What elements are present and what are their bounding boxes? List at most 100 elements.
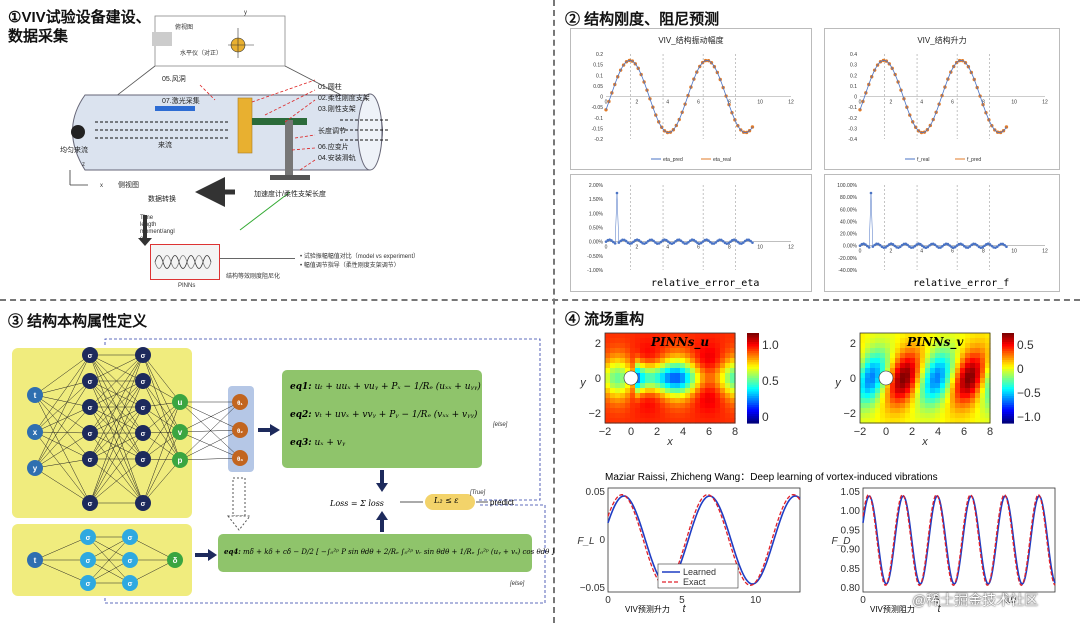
field-cell — [985, 383, 991, 389]
colorbar-cell — [1002, 344, 1014, 348]
field-cell — [640, 363, 646, 369]
colorbar-cell — [747, 382, 759, 386]
field-cell — [865, 408, 871, 414]
y-tick: 40.00% — [840, 219, 858, 225]
field-cell — [715, 343, 721, 349]
field-cell — [900, 333, 906, 339]
field-cell — [620, 398, 626, 404]
x-tick: 8 — [728, 100, 731, 106]
hidden-node-l2-label: σ — [141, 431, 146, 438]
field-cell — [650, 368, 656, 374]
legend-box — [657, 563, 739, 589]
field-cell — [920, 413, 926, 419]
field-cell — [670, 338, 676, 344]
field-cell — [700, 383, 706, 389]
input-node-label: t — [34, 391, 37, 400]
field-cell — [875, 348, 881, 354]
field-cell — [970, 353, 976, 359]
field-cell — [685, 363, 691, 369]
field-cell — [885, 348, 891, 354]
field-cell — [880, 398, 886, 404]
field-cell — [630, 408, 636, 414]
field-cell — [905, 373, 911, 379]
field-cell — [965, 368, 971, 374]
field-cell — [660, 358, 666, 364]
field-cell — [970, 333, 976, 339]
field-cell — [640, 383, 646, 389]
hidden-node-l1 — [82, 399, 98, 415]
else-label-top: [else] — [493, 422, 508, 428]
x-tick: 4 — [920, 100, 923, 106]
field-cell — [890, 368, 896, 374]
field-cell — [865, 368, 871, 374]
x-tick: 2 — [635, 100, 638, 106]
field-cell — [970, 358, 976, 364]
network-edge — [89, 354, 144, 460]
field-cell — [880, 368, 886, 374]
field-cell — [945, 373, 951, 379]
field-cell — [615, 393, 621, 399]
field-cell — [675, 348, 681, 354]
colorbar-cell — [747, 337, 759, 341]
field-cell — [930, 398, 936, 404]
field-cell — [910, 368, 916, 374]
cylinder — [878, 370, 894, 386]
field-cell — [650, 333, 656, 339]
field-cell — [625, 348, 631, 354]
colorbar-cell — [747, 407, 759, 411]
field-cell — [915, 413, 921, 419]
sub-hidden-node-l1-label: σ — [86, 581, 91, 588]
field-cell — [630, 348, 636, 354]
field-cell — [665, 333, 671, 339]
section2-title: ② 结构刚度、阻尼预测 — [565, 11, 720, 28]
field-x-tick: −2 — [854, 426, 867, 438]
hidden-node-l1-label: σ — [88, 405, 93, 412]
field-cell — [645, 338, 651, 344]
field-cell — [715, 418, 721, 424]
field-cell — [650, 358, 656, 364]
field-cell — [625, 413, 631, 419]
colorbar-cell — [1002, 393, 1014, 397]
field-cell — [725, 363, 731, 369]
network-edge — [89, 354, 144, 382]
field-cell — [610, 393, 616, 399]
field-cell — [605, 363, 611, 369]
field-cell — [915, 388, 921, 394]
field-cell — [950, 368, 956, 374]
side-view-label: 侧视图 — [118, 182, 139, 189]
field-cell — [695, 343, 701, 349]
field-cell — [635, 418, 641, 424]
plot-x-tick: 10 — [1005, 595, 1017, 606]
y-tick: -0.05 — [592, 105, 604, 111]
field-cell — [710, 368, 716, 374]
field-cell — [885, 333, 891, 339]
field-cell — [975, 338, 981, 344]
field-cell — [935, 403, 941, 409]
field-cell — [665, 388, 671, 394]
field-cell — [860, 373, 866, 379]
x-tick: 2 — [635, 245, 638, 251]
field-cell — [675, 343, 681, 349]
y-tick: 0.15 — [593, 63, 603, 69]
colorbar-cell — [747, 396, 759, 399]
field-cell — [955, 403, 961, 409]
field-cell — [860, 413, 866, 419]
field-cell — [725, 333, 731, 339]
field-cell — [985, 363, 991, 369]
field-cell — [685, 343, 691, 349]
colorbar-label: −1.0 — [1017, 410, 1041, 424]
field-cell — [930, 358, 936, 364]
sub-hidden-node-l2-label: σ — [128, 581, 133, 588]
colorbar-cell — [747, 344, 759, 348]
field-cell — [915, 333, 921, 339]
hidden-node-l1-label: σ — [88, 353, 93, 360]
field-cell — [720, 393, 726, 399]
field-cell — [950, 393, 956, 399]
field-cell — [685, 373, 691, 379]
sub-hidden-node-l2-label: σ — [128, 535, 133, 542]
field-cell — [715, 368, 721, 374]
field-cell — [690, 378, 696, 384]
network-edge — [34, 432, 91, 469]
field-cell — [955, 378, 961, 384]
field-cell — [920, 343, 926, 349]
